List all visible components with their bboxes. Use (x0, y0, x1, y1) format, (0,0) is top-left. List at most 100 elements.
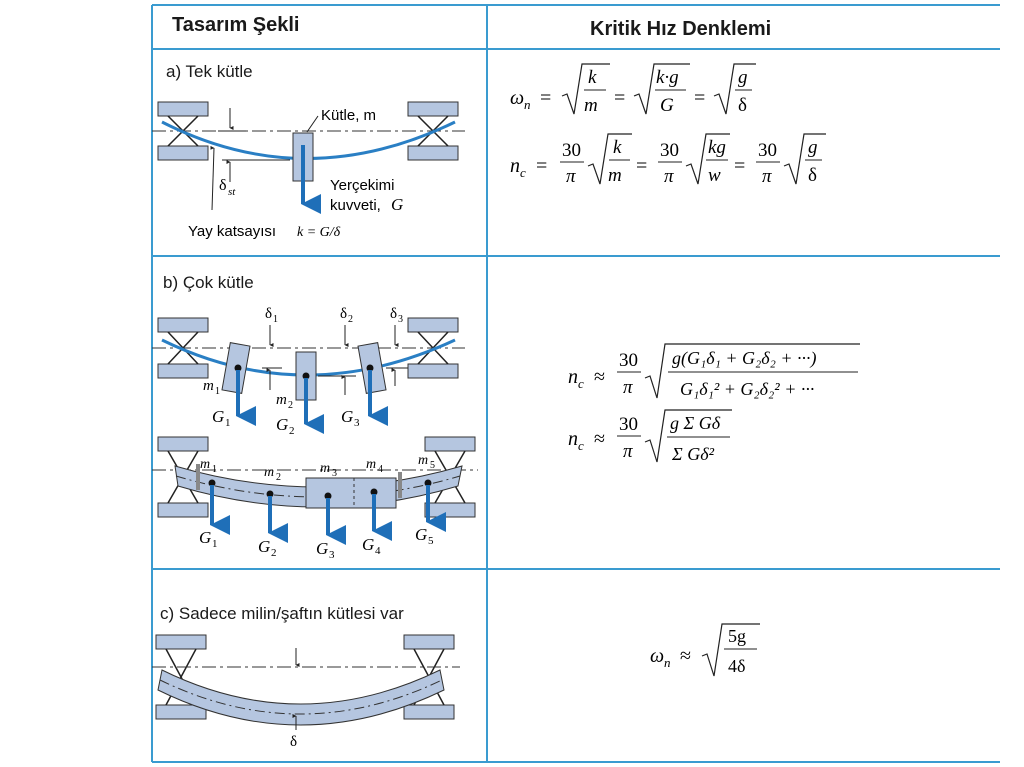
eq-a2-f3-den: δ (808, 165, 817, 186)
m5-sub-b2: 5 (430, 460, 435, 471)
gravity-label-1: Yerçekimi (330, 177, 394, 194)
m4-label-b2: m (366, 457, 376, 472)
bearing-right-b1 (407, 317, 459, 379)
bearing-left-c (155, 634, 207, 720)
m2-label-b2: m (264, 465, 274, 480)
eq-b1-lhs-sub: c (578, 376, 584, 391)
mass-leader-a (306, 115, 319, 133)
eq-c1-lhs-sub: n (664, 655, 671, 670)
eq-a2-f2-num: kg (708, 137, 726, 158)
G1-sub-b2: 1 (212, 538, 218, 550)
eq-a2-f3-num: g (808, 137, 818, 158)
eq-a2-coef3-den: π (762, 166, 772, 187)
m2-label-b1: m (276, 392, 287, 408)
eq-b2-num: g Σ Gδ (670, 413, 721, 433)
eq-a1-f3-den: δ (738, 95, 747, 116)
delta2-sub: 2 (348, 314, 353, 325)
eq-a1-f2-den: G (660, 95, 674, 116)
eq-a1-lhs-sub: n (524, 97, 531, 112)
delta1-sub: 1 (273, 314, 278, 325)
eq-c1-den: 4δ (728, 656, 745, 676)
m2-sub-b2: 2 (276, 472, 281, 483)
m1-label-b2: m (200, 457, 210, 472)
eq-b1-num: g(G₁δ₁ + G₂δ₂ + ···) (672, 348, 817, 369)
sqrt-b1 (644, 343, 860, 399)
eq-a2-coef2-num: 30 (660, 140, 679, 161)
G1-sub-b1: 1 (225, 417, 231, 429)
diagram-b-bottom (152, 436, 478, 545)
gravity-label-2: kuvveti, (330, 197, 381, 214)
eq-c1-num: 5g (728, 626, 746, 646)
G4-label-b2: G (362, 535, 374, 554)
eq-b1-lhs: n (568, 366, 578, 388)
G3-sub-b2: 3 (329, 549, 335, 561)
eq-a2-f2-den: w (708, 165, 721, 186)
equation-a-line2: n c = 30 π k m = 30 π kg w = 30 π g δ (510, 133, 826, 187)
shaft-c (157, 669, 445, 726)
eq-a1-eq1: = (540, 87, 551, 109)
delta-st-leader (210, 145, 215, 211)
right-header: Kritik Hız Denklemi (590, 18, 772, 40)
eq-a2-coef1-num: 30 (562, 140, 581, 161)
sqrt-b2 (644, 409, 732, 463)
eq-a1-f3-num: g (738, 67, 748, 88)
mass-dot-b1-3 (366, 364, 374, 372)
G3-label-b1: G (341, 407, 353, 426)
sqrt-c1 (701, 623, 760, 677)
G1-label-b2: G (199, 528, 211, 547)
diagram-c (152, 634, 460, 730)
spring-label: Yay katsayısı (188, 223, 276, 240)
eq-b2-den: Σ Gδ² (671, 444, 715, 464)
eq-a2-f1-num: k (613, 137, 622, 158)
m4-sub-b2: 4 (378, 464, 383, 475)
sqrt-a1-3 (713, 63, 756, 115)
section-b-title: b) Çok kütle (163, 273, 254, 292)
eq-a2-coef3-num: 30 (758, 140, 777, 161)
G3-sub-b1: 3 (354, 417, 360, 429)
m5-label-b2: m (418, 453, 428, 468)
mass-dot-b1-2 (302, 372, 310, 380)
m3-sub-b2: 3 (332, 468, 337, 479)
eq-b2-approx: ≈ (594, 428, 605, 450)
section-c-title: c) Sadece milin/şaftın kütlesi var (160, 604, 404, 623)
delta1-label: δ (265, 306, 272, 322)
eq-b2-lhs: n (568, 428, 578, 450)
eq-a2-eq1: = (536, 155, 547, 177)
eq-c1-lhs: ω (650, 645, 664, 667)
diagram-b-top (152, 317, 465, 434)
G2-label-b2: G (258, 537, 270, 556)
sqrt-a1-1 (561, 63, 610, 115)
m2-sub-b1: 2 (288, 400, 293, 411)
collar-right-b2 (398, 472, 402, 498)
eq-a1-f2-num: k·g (656, 67, 679, 88)
eq-a2-eq2: = (636, 155, 647, 177)
diagram-a (152, 101, 465, 214)
equation-b-line2: n c ≈ 30 π g Σ Gδ Σ Gδ² (568, 409, 732, 464)
equation-c-line1: ω n ≈ 5g 4δ (650, 623, 760, 677)
eq-a1-f1-num: k (588, 67, 597, 88)
mass-dot-b2-5 (424, 479, 432, 487)
mass-dot-b2-3 (324, 492, 332, 500)
eq-a1-f1-den: m (584, 95, 598, 116)
gravity-symbol-a: G (391, 195, 403, 214)
delta3-label: δ (390, 306, 397, 322)
shaft-axis-c (159, 679, 443, 715)
eq-b1-den: G₁δ₁² + G₂δ₂² + ··· (680, 379, 814, 399)
mass-label-a: Kütle, m (321, 107, 376, 124)
eq-a1-eq3: = (694, 87, 705, 109)
G1-label-b1: G (212, 407, 224, 426)
delta-label-c: δ (290, 734, 297, 750)
m1-label-b1: m (203, 378, 214, 394)
spring-formula: k = G/δ (297, 225, 341, 240)
G2-label-b1: G (276, 415, 288, 434)
eq-b1-coef-den: π (623, 377, 633, 398)
eq-a2-coef1-den: π (566, 166, 576, 187)
mass-dot-b2-2 (266, 490, 274, 498)
equation-b-line1: n c ≈ 30 π g(G₁δ₁ + G₂δ₂ + ···) G₁δ₁² + … (568, 343, 860, 399)
equation-a-line1: ω n = k m = k·g G = g δ (510, 63, 756, 116)
G2-sub-b1: 2 (289, 425, 295, 437)
delta2-label: δ (340, 306, 347, 322)
eq-b2-coef-den: π (623, 441, 633, 462)
